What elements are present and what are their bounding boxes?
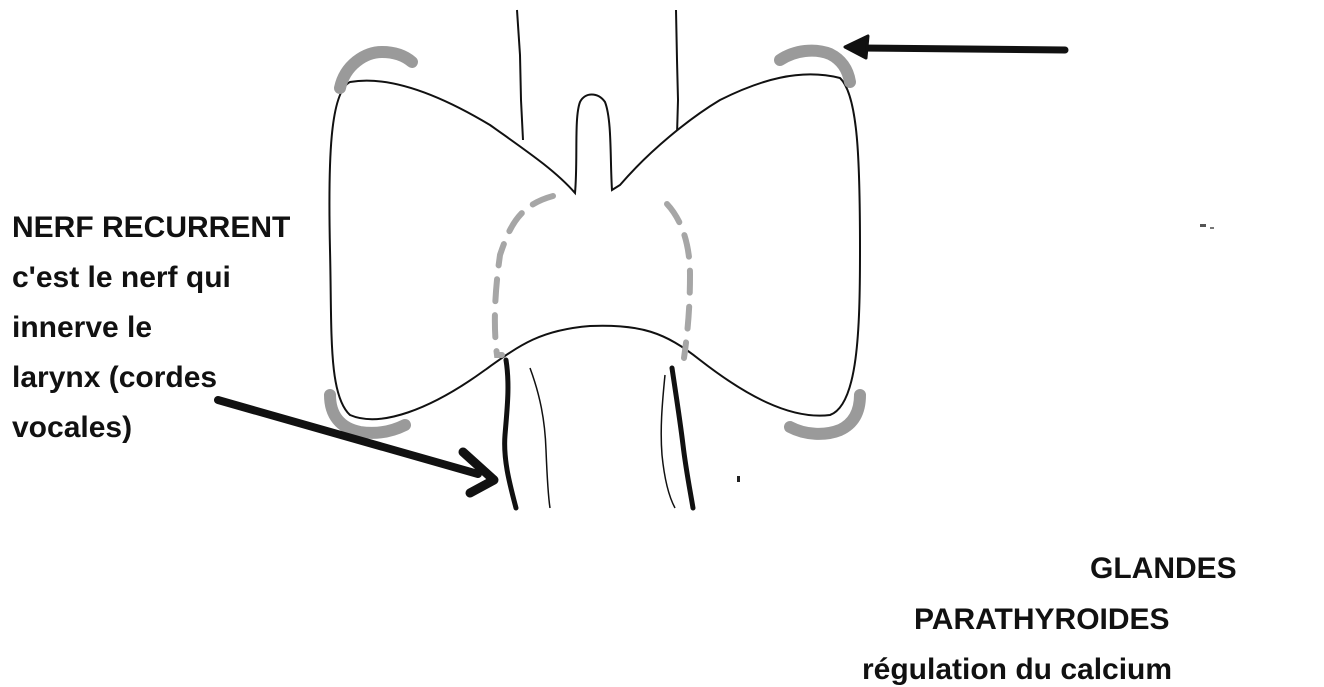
stray-dot-1 [1200,224,1206,227]
thyroid-diagram: GLANDES PARATHYROIDES régulation du calc… [0,0,1324,513]
recurrent-nerve-left [505,360,516,508]
recurrent-nerve-label-line-1: NERF RECURRENT [12,203,290,253]
lower-trachea-left [530,368,550,508]
parathyroid-label-line-2: PARATHYROIDES [914,603,1170,637]
recurrent-nerve-label: NERF RECURRENT c'est le nerf qui innerve… [12,203,290,453]
thyroid-gland [329,74,860,419]
recurrent-nerve-label-line-4: larynx (cordes [12,353,290,403]
recurrent-nerve-label-line-3: innerve le [12,303,290,353]
trachea-left-line [517,10,523,140]
lower-trachea-right [661,375,675,508]
trachea-right-line [676,10,678,135]
recurrent-nerve-right [672,368,693,508]
stray-dot-2 [1210,227,1214,229]
stray-dot-3 [737,476,740,482]
parathyroid-arrow-head [845,36,868,58]
parathyroid-arrow-shaft [860,48,1065,50]
parathyroid-label-line-3: régulation du calcium [862,653,1172,687]
recurrent-nerve-label-line-2: c'est le nerf qui [12,253,290,303]
parathyroid-label-line-1: GLANDES [1090,552,1237,586]
recurrent-nerve-label-line-5: vocales) [12,403,290,453]
